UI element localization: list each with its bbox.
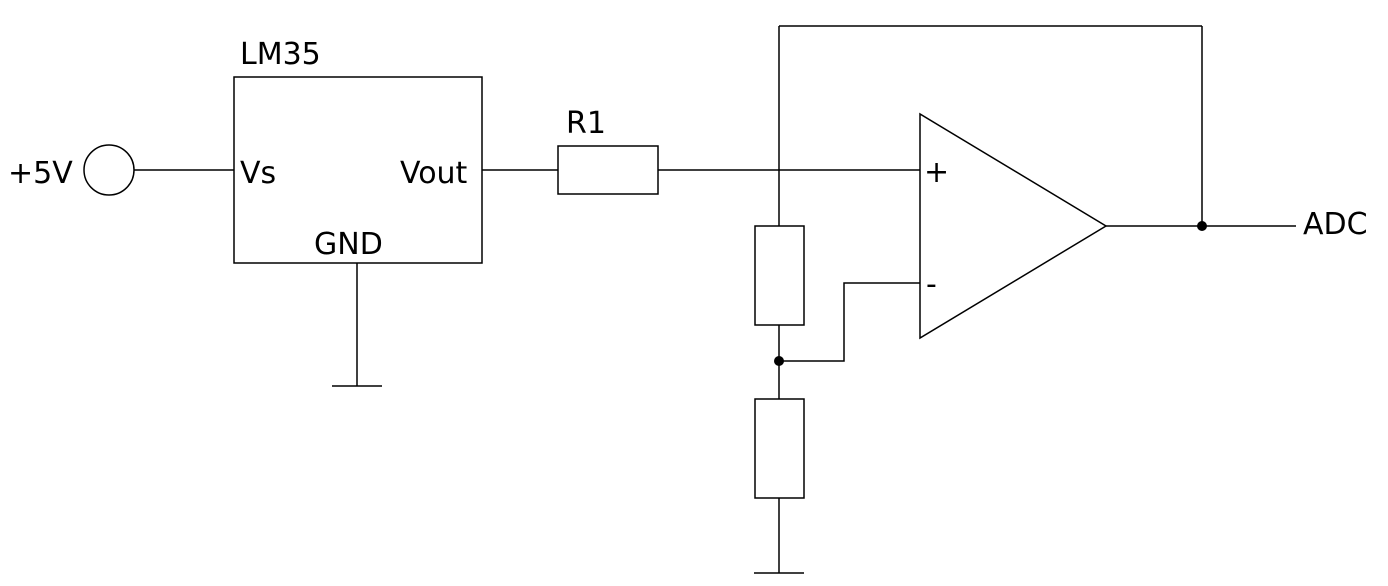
opamp-plus-label: + <box>924 155 949 190</box>
power-source-symbol <box>83 144 135 196</box>
supply-voltage-label: +5V <box>8 156 73 191</box>
junction-output-node <box>1197 221 1207 231</box>
opamp-symbol <box>919 112 1108 340</box>
pin-gnd-label: GND <box>314 227 383 262</box>
pin-vout-label: Vout <box>400 156 468 191</box>
resistor-divider-lower <box>754 398 805 499</box>
opamp-minus-label: - <box>926 267 937 302</box>
sensor-name-label: LM35 <box>240 37 321 72</box>
resistor-divider-upper <box>754 225 805 326</box>
wire-divider-to-minus-input <box>779 282 920 362</box>
resistor-r1-label: R1 <box>566 106 606 141</box>
pin-vs-label: Vs <box>240 156 276 191</box>
output-adc-label: ADC <box>1303 207 1368 242</box>
resistor-r1 <box>557 145 659 195</box>
